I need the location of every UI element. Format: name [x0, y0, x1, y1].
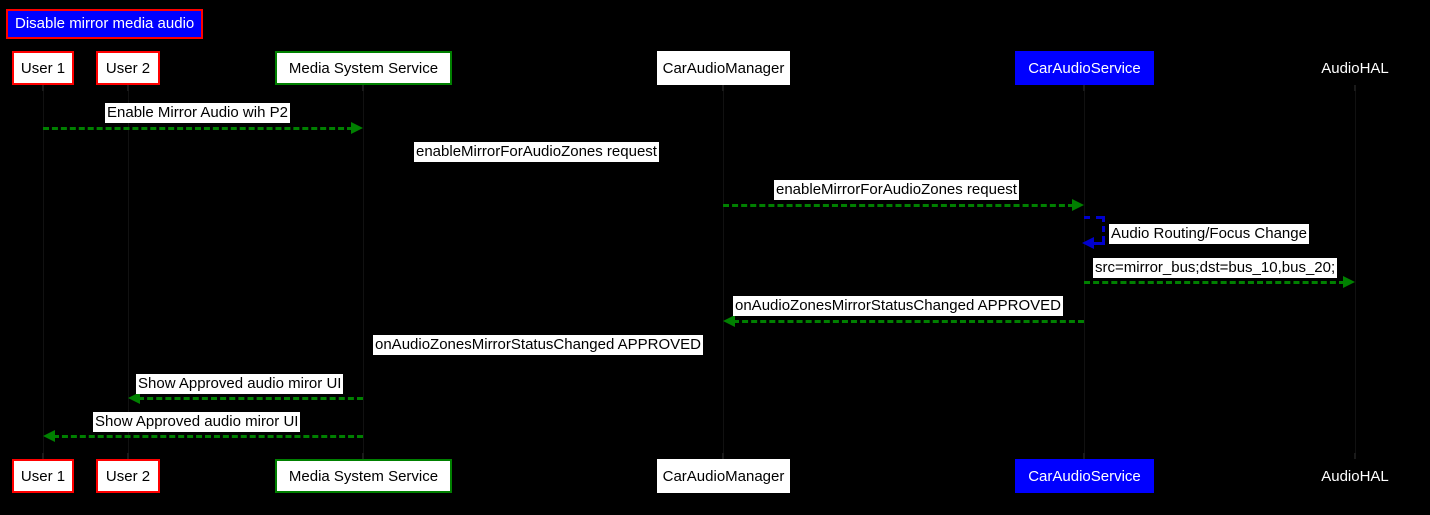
lifeline-cas	[1084, 85, 1085, 459]
message-label-m4: Audio Routing/Focus Change	[1109, 224, 1309, 245]
message-line-self-side	[1102, 216, 1105, 242]
lifeline-stub-user2-top	[127, 85, 129, 91]
participant-label: AudioHAL	[1321, 59, 1389, 77]
lifeline-mss	[363, 85, 364, 459]
participant-label: Media System Service	[288, 467, 439, 485]
participant-label: CarAudioService	[1028, 59, 1141, 77]
participant-label: User 1	[20, 59, 66, 77]
message-label-m3: enableMirrorForAudioZones request	[774, 180, 1019, 201]
participant-cam-top[interactable]: CarAudioManager	[657, 51, 790, 85]
participant-label: Media System Service	[288, 59, 439, 77]
message-line	[138, 397, 363, 400]
arrow-head-right-icon	[1343, 276, 1355, 288]
participant-user2-bottom[interactable]: User 2	[96, 459, 160, 493]
lifeline-user2	[128, 85, 129, 459]
participant-cas-top[interactable]: CarAudioService	[1015, 51, 1154, 85]
lifeline-hal	[1355, 85, 1356, 459]
diagram-title-box: Disable mirror media audio	[6, 9, 204, 39]
arrow-head-right-icon	[351, 122, 363, 134]
message-line	[43, 127, 353, 130]
message-line	[53, 435, 363, 438]
message-line	[723, 204, 1074, 207]
message-label-m7: onAudioZonesMirrorStatusChanged APPROVED	[373, 335, 704, 356]
participant-user2-top[interactable]: User 2	[96, 51, 160, 85]
arrow-head-left-icon	[43, 430, 55, 442]
participant-label: User 2	[105, 59, 151, 77]
message-line	[733, 320, 1084, 323]
arrow-head-left-icon	[1082, 237, 1094, 249]
message-label-m1: Enable Mirror Audio wih P2	[105, 103, 290, 124]
lifeline-stub-mss-bottom	[362, 453, 364, 459]
participant-hal-bottom[interactable]: AudioHAL	[1306, 459, 1404, 493]
lifeline-stub-user1-bottom	[42, 453, 44, 459]
message-label-m5: src=mirror_bus;dst=bus_10,bus_20;	[1093, 258, 1338, 279]
message-label-m8: Show Approved audio miror UI	[136, 374, 344, 395]
participant-label: User 2	[105, 467, 151, 485]
arrow-head-right-icon	[1072, 199, 1084, 211]
arrow-head-left-icon	[128, 392, 140, 404]
message-label-m2: enableMirrorForAudioZones request	[414, 142, 659, 163]
participant-cam-bottom[interactable]: CarAudioManager	[657, 459, 790, 493]
lifeline-cam	[723, 85, 724, 459]
lifeline-stub-hal-bottom	[1354, 453, 1356, 459]
lifeline-stub-cas-top	[1083, 85, 1085, 91]
message-line	[1084, 281, 1345, 284]
lifeline-stub-user2-bottom	[127, 453, 129, 459]
lifeline-user1	[43, 85, 44, 459]
participant-cas-bottom[interactable]: CarAudioService	[1015, 459, 1154, 493]
message-line-self-top	[1084, 216, 1102, 219]
participant-label: CarAudioService	[1028, 467, 1141, 485]
participant-user1-bottom[interactable]: User 1	[12, 459, 74, 493]
participant-label: AudioHAL	[1321, 467, 1389, 485]
participant-label: CarAudioManager	[662, 59, 785, 77]
participant-hal-top[interactable]: AudioHAL	[1306, 51, 1404, 85]
participant-label: User 1	[20, 467, 66, 485]
message-line-self-bottom	[1093, 242, 1105, 245]
message-label-m6: onAudioZonesMirrorStatusChanged APPROVED	[733, 296, 1064, 317]
participant-user1-top[interactable]: User 1	[12, 51, 74, 85]
arrow-head-left-icon	[723, 315, 735, 327]
participant-mss-top[interactable]: Media System Service	[275, 51, 452, 85]
lifeline-stub-cam-top	[722, 85, 724, 91]
lifeline-stub-user1-top	[42, 85, 44, 91]
lifeline-stub-cas-bottom	[1083, 453, 1085, 459]
lifeline-stub-cam-bottom	[722, 453, 724, 459]
message-label-m9: Show Approved audio miror UI	[93, 412, 301, 433]
lifeline-stub-mss-top	[362, 85, 364, 91]
participant-label: CarAudioManager	[662, 467, 785, 485]
participant-mss-bottom[interactable]: Media System Service	[275, 459, 452, 493]
lifeline-stub-hal-top	[1354, 85, 1356, 91]
